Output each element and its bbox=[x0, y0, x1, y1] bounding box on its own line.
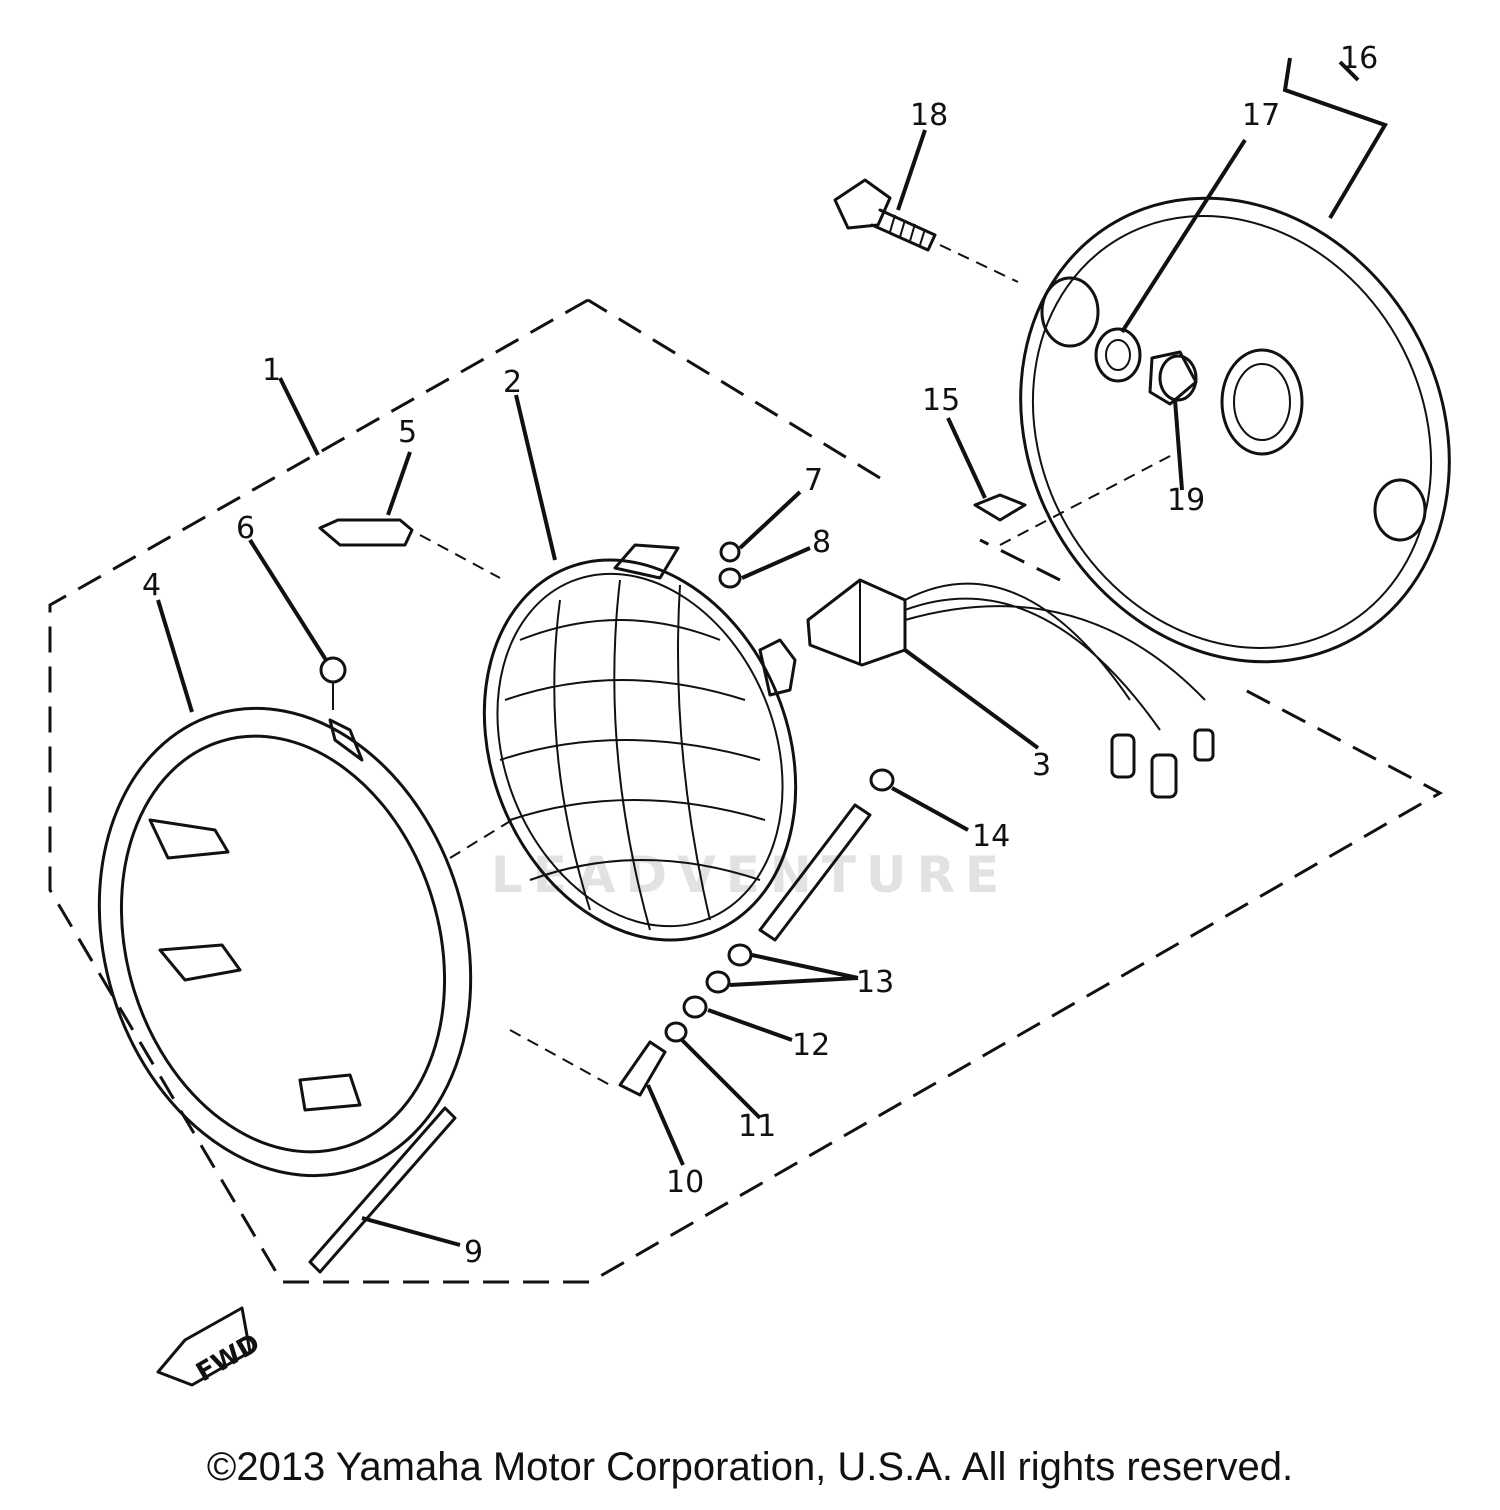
washer-7 bbox=[719, 541, 741, 563]
assembly-line-b bbox=[509, 1029, 611, 1086]
callout-17: 17 bbox=[1242, 98, 1280, 133]
callout-15: 15 bbox=[922, 383, 960, 418]
washer-13b bbox=[727, 943, 753, 967]
callout-1: 1 bbox=[262, 353, 281, 388]
nut-14 bbox=[869, 768, 895, 792]
callout-14: 14 bbox=[972, 819, 1010, 854]
callout-4: 4 bbox=[142, 568, 161, 603]
watermark: LEADVENTURE bbox=[491, 846, 1009, 904]
callout-12: 12 bbox=[792, 1028, 830, 1063]
screw-9 bbox=[308, 1106, 457, 1274]
callout-7: 7 bbox=[804, 463, 823, 498]
callout-10: 10 bbox=[666, 1165, 704, 1200]
sealed-beam-unit bbox=[482, 543, 798, 942]
fwd-label: FWD bbox=[191, 1328, 265, 1388]
copyright-notice: ©2013 Yamaha Motor Corporation, U.S.A. A… bbox=[206, 1445, 1294, 1489]
callout-8: 8 bbox=[812, 525, 831, 560]
callout-11: 11 bbox=[738, 1109, 776, 1144]
assembly-line-c bbox=[999, 454, 1173, 546]
bolt bbox=[833, 178, 1019, 283]
assembly-line-a bbox=[449, 819, 513, 859]
callout-9: 9 bbox=[464, 1235, 483, 1270]
cap bbox=[1148, 350, 1198, 406]
grommet bbox=[1094, 327, 1142, 383]
headlight-body bbox=[1019, 196, 1451, 664]
assembly-outline bbox=[48, 298, 1444, 1284]
callout-18: 18 bbox=[910, 98, 948, 133]
screw-6 bbox=[319, 656, 347, 710]
callout-19: 19 bbox=[1167, 483, 1205, 518]
callout-6: 6 bbox=[236, 511, 255, 546]
callout-13: 13 bbox=[856, 965, 894, 1000]
bulb bbox=[318, 518, 501, 579]
fwd-arrow-icon: FWD bbox=[156, 1306, 265, 1388]
callout-2: 2 bbox=[503, 365, 522, 400]
adjust-screw bbox=[758, 803, 872, 942]
callout-3: 3 bbox=[1032, 748, 1051, 783]
washer-12 bbox=[682, 995, 708, 1019]
callout-16: 16 bbox=[1340, 41, 1378, 76]
nut-8 bbox=[718, 567, 742, 589]
washer-11 bbox=[664, 1021, 688, 1043]
spring-10 bbox=[618, 1040, 667, 1097]
callout-5: 5 bbox=[398, 415, 417, 450]
leader-lines bbox=[156, 57, 1388, 1247]
clip-15 bbox=[973, 493, 1027, 522]
washer-13a bbox=[705, 970, 731, 994]
rim-ring bbox=[97, 706, 473, 1178]
socket-cord bbox=[806, 578, 1215, 799]
headlight-exploded-diagram: LEADVENTURE bbox=[48, 41, 1451, 1388]
